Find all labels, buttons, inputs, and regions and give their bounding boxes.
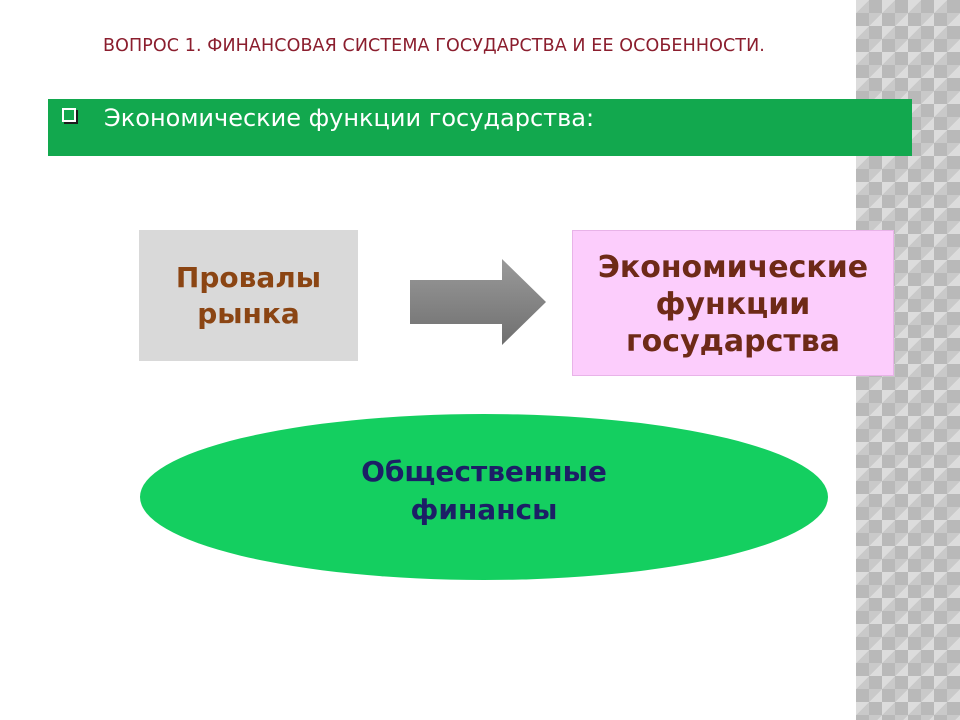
- public-finance-label: Общественные финансы: [361, 453, 607, 529]
- public-finance-ellipse: Общественные финансы: [140, 414, 828, 580]
- economic-functions-box: Экономические функции государства: [572, 230, 894, 376]
- economic-functions-line1: Экономические: [597, 250, 869, 285]
- section-banner: Экономические функции государства:: [48, 99, 912, 156]
- market-failures-label: Провалы рынка: [176, 260, 321, 332]
- right-arrow-icon: [410, 259, 546, 345]
- market-failures-box: Провалы рынка: [139, 230, 358, 361]
- economic-functions-line3: государства: [626, 324, 840, 359]
- arrow-shape: [410, 259, 546, 345]
- economic-functions-label: Экономические функции государства: [598, 249, 868, 360]
- slide-title: ВОПРОС 1. ФИНАНСОВАЯ СИСТЕМА ГОСУДАРСТВА…: [103, 36, 765, 56]
- checkbox-bullet-icon: [62, 108, 76, 122]
- market-failures-line2: рынка: [197, 296, 300, 330]
- market-failures-line1: Провалы: [175, 260, 322, 294]
- public-finance-line2: финансы: [410, 493, 558, 526]
- banner-text: Экономические функции государства:: [104, 104, 595, 132]
- public-finance-line1: Общественные: [361, 455, 607, 488]
- economic-functions-line2: функции: [655, 287, 811, 322]
